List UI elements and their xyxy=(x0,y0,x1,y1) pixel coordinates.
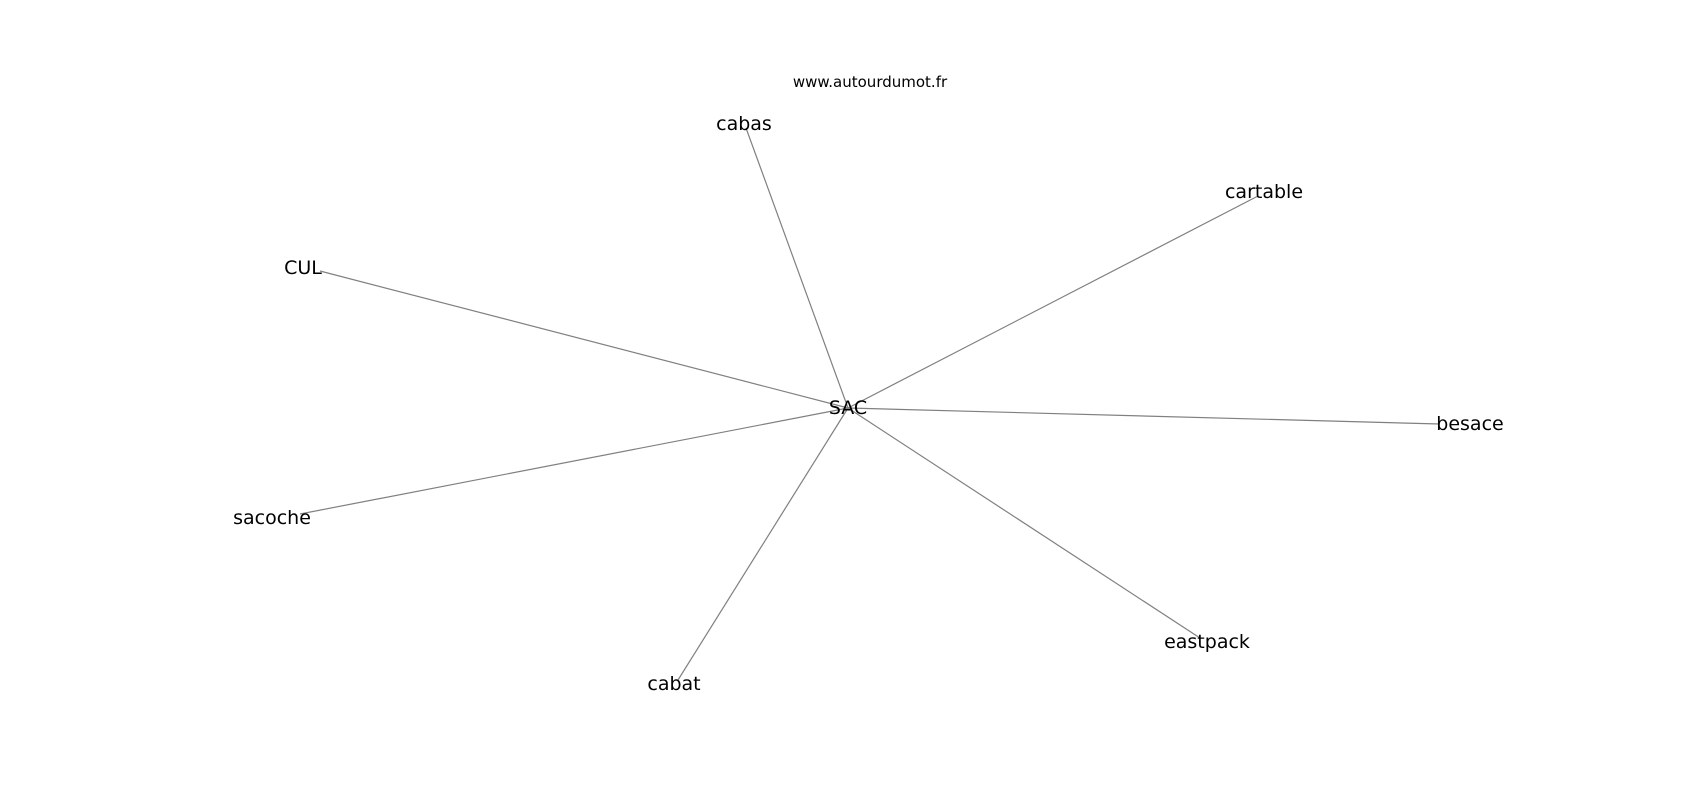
edge-sac-eastpack xyxy=(847,407,1201,639)
edge-sac-cartable xyxy=(847,195,1259,409)
node-label-cul[interactable]: CUL xyxy=(284,257,322,279)
edge-sac-besace xyxy=(847,407,1441,425)
watermark-text[interactable]: www.autourdumot.fr xyxy=(793,73,948,91)
edge-sac-cul xyxy=(319,270,849,409)
node-label-cabas[interactable]: cabas xyxy=(716,113,772,135)
edge-sac-cabas xyxy=(745,127,849,409)
node-label-eastpack[interactable]: eastpack xyxy=(1164,631,1250,653)
node-label-besace[interactable]: besace xyxy=(1436,413,1503,435)
node-label-sacoche[interactable]: sacoche xyxy=(233,507,311,529)
edge-sac-cabat xyxy=(677,407,849,681)
node-label-sac[interactable]: SAC xyxy=(829,397,867,419)
edge-sac-sacoche xyxy=(299,407,849,515)
graph-edges xyxy=(299,127,1441,681)
node-label-cabat[interactable]: cabat xyxy=(647,673,700,695)
node-label-cartable[interactable]: cartable xyxy=(1225,181,1303,203)
